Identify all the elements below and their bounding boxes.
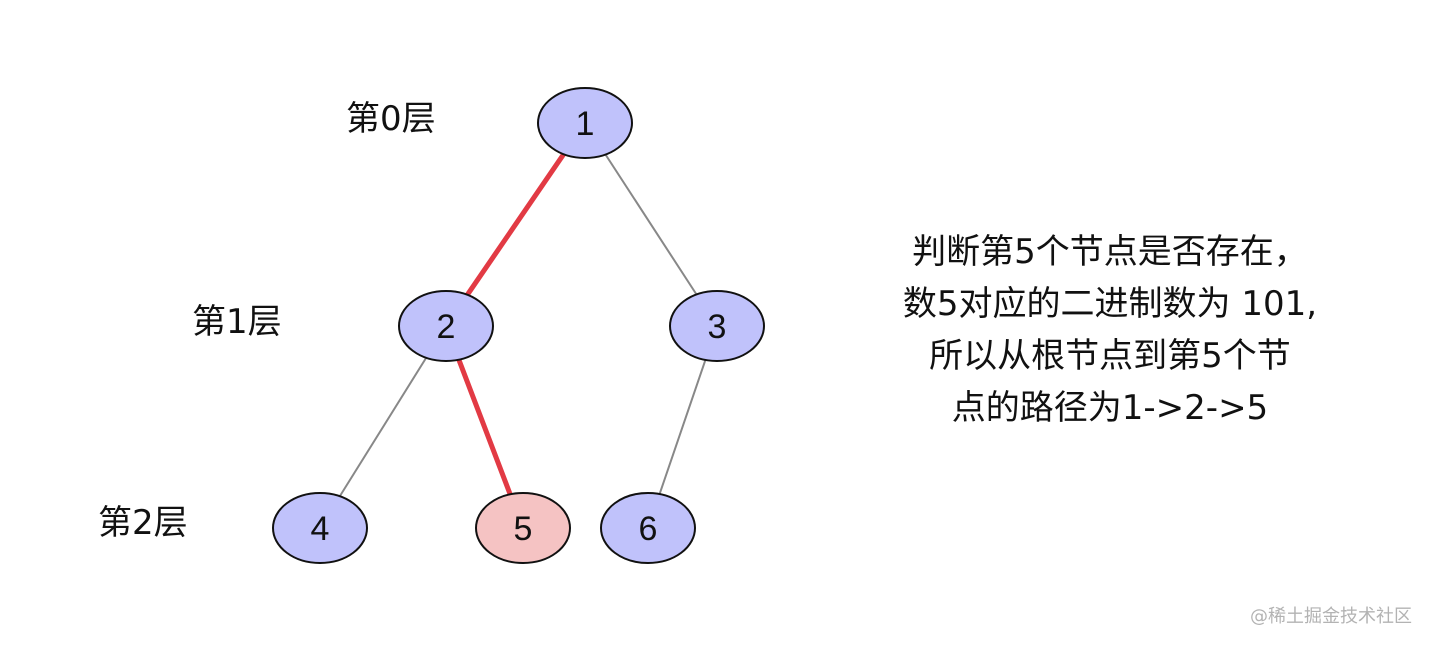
level-label-0: 第0层 (346, 99, 436, 139)
explanation-note: 判断第5个节点是否存在， 数5对应的二进制数为 101, 所以从根节点到第5个节… (860, 226, 1360, 434)
edge-1-3 (604, 153, 698, 296)
tree-node-4: 4 (272, 492, 368, 564)
note-line: 判断第5个节点是否存在， (912, 232, 1308, 272)
tree-node-6: 6 (600, 492, 696, 564)
node-circle (537, 87, 633, 159)
node-label: 3 (708, 308, 727, 346)
node-circle (272, 492, 368, 564)
node-circle (398, 290, 494, 362)
edge-2-5 (456, 357, 513, 497)
level-label-2: 第2层 (98, 503, 188, 543)
tree-node-2: 2 (398, 290, 494, 362)
node-circle (600, 492, 696, 564)
tree-node-1: 1 (537, 87, 633, 159)
node-label: 5 (514, 510, 533, 548)
note-line: 点的路径为1->2->5 (951, 388, 1269, 428)
edge-2-4 (338, 356, 428, 498)
node-circle (669, 290, 765, 362)
note-line: 所以从根节点到第5个节 (929, 336, 1291, 376)
node-label: 2 (437, 308, 456, 346)
level-label-1: 第1层 (192, 302, 282, 342)
node-circle (475, 492, 571, 564)
tree-node-3: 3 (669, 290, 765, 362)
edge-1-2 (464, 151, 567, 298)
edge-3-6 (658, 358, 707, 496)
watermark: @稀土掘金技术社区 (1250, 606, 1412, 627)
tree-node-5: 5 (475, 492, 571, 564)
node-label: 1 (576, 105, 595, 143)
node-label: 6 (639, 510, 658, 548)
note-line: 数5对应的二进制数为 101, (902, 284, 1318, 324)
node-label: 4 (311, 510, 330, 548)
